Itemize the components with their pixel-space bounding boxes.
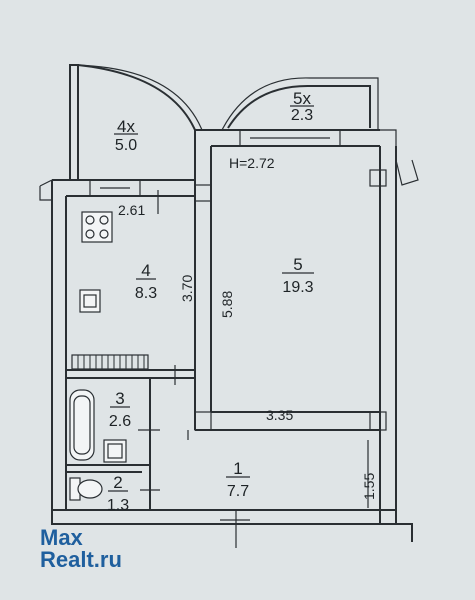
- dimension-hall: 1.55: [361, 473, 377, 500]
- room-area: 2.6: [109, 413, 131, 430]
- outer-walls: [39, 129, 419, 542]
- room-number: 4: [141, 261, 150, 280]
- balcony-5x: [221, 77, 379, 131]
- room-area: 1.3: [107, 497, 129, 514]
- room-number: 3: [115, 389, 124, 408]
- room-number: 5x: [293, 89, 311, 108]
- columns: [194, 169, 387, 431]
- dimension-width-living: 5.88: [219, 291, 235, 318]
- room-area: 7.7: [227, 483, 249, 500]
- room-number: 5: [293, 255, 302, 274]
- dimension-length-living: 3.35: [266, 407, 293, 423]
- room-area: 19.3: [282, 279, 313, 296]
- room-label-1: 1 7.7: [226, 459, 250, 500]
- room-number: 2: [113, 473, 122, 492]
- watermark-logo: Max Realt.ru: [40, 527, 122, 571]
- room-number: 1: [233, 459, 242, 478]
- stove-icon: [81, 211, 113, 243]
- room-label-4x: 4x 5.0: [114, 117, 138, 154]
- room-number: 4x: [117, 117, 135, 136]
- windows: [89, 130, 341, 196]
- dimension-length-kitchen: 3.70: [179, 275, 195, 302]
- room-label-5x: 5x 2.3: [290, 89, 314, 124]
- room-label-5: 5 19.3: [282, 255, 314, 296]
- room-label-3: 3 2.6: [109, 389, 131, 430]
- bathtub-icon: [69, 389, 95, 461]
- doors: [138, 365, 250, 548]
- fixtures: [69, 211, 149, 501]
- room-label-2: 2 1.3: [107, 473, 129, 514]
- watermark-line-2: Realt.ru: [40, 547, 122, 572]
- ceiling-height-label: H=2.72: [229, 155, 275, 171]
- room-area: 2.3: [291, 107, 313, 124]
- room-area: 8.3: [135, 285, 157, 302]
- dimension-width-kitchen: 2.61: [118, 202, 145, 218]
- kitchen-sink-icon: [79, 289, 101, 313]
- radiator-icon: [71, 354, 149, 370]
- watermark-line-1: Max: [40, 525, 83, 550]
- bathroom-sink-icon: [103, 439, 127, 463]
- room-label-4: 4 8.3: [135, 261, 157, 302]
- balcony-4x: [69, 64, 203, 180]
- room-area: 5.0: [115, 137, 137, 154]
- toilet-icon: [69, 477, 103, 501]
